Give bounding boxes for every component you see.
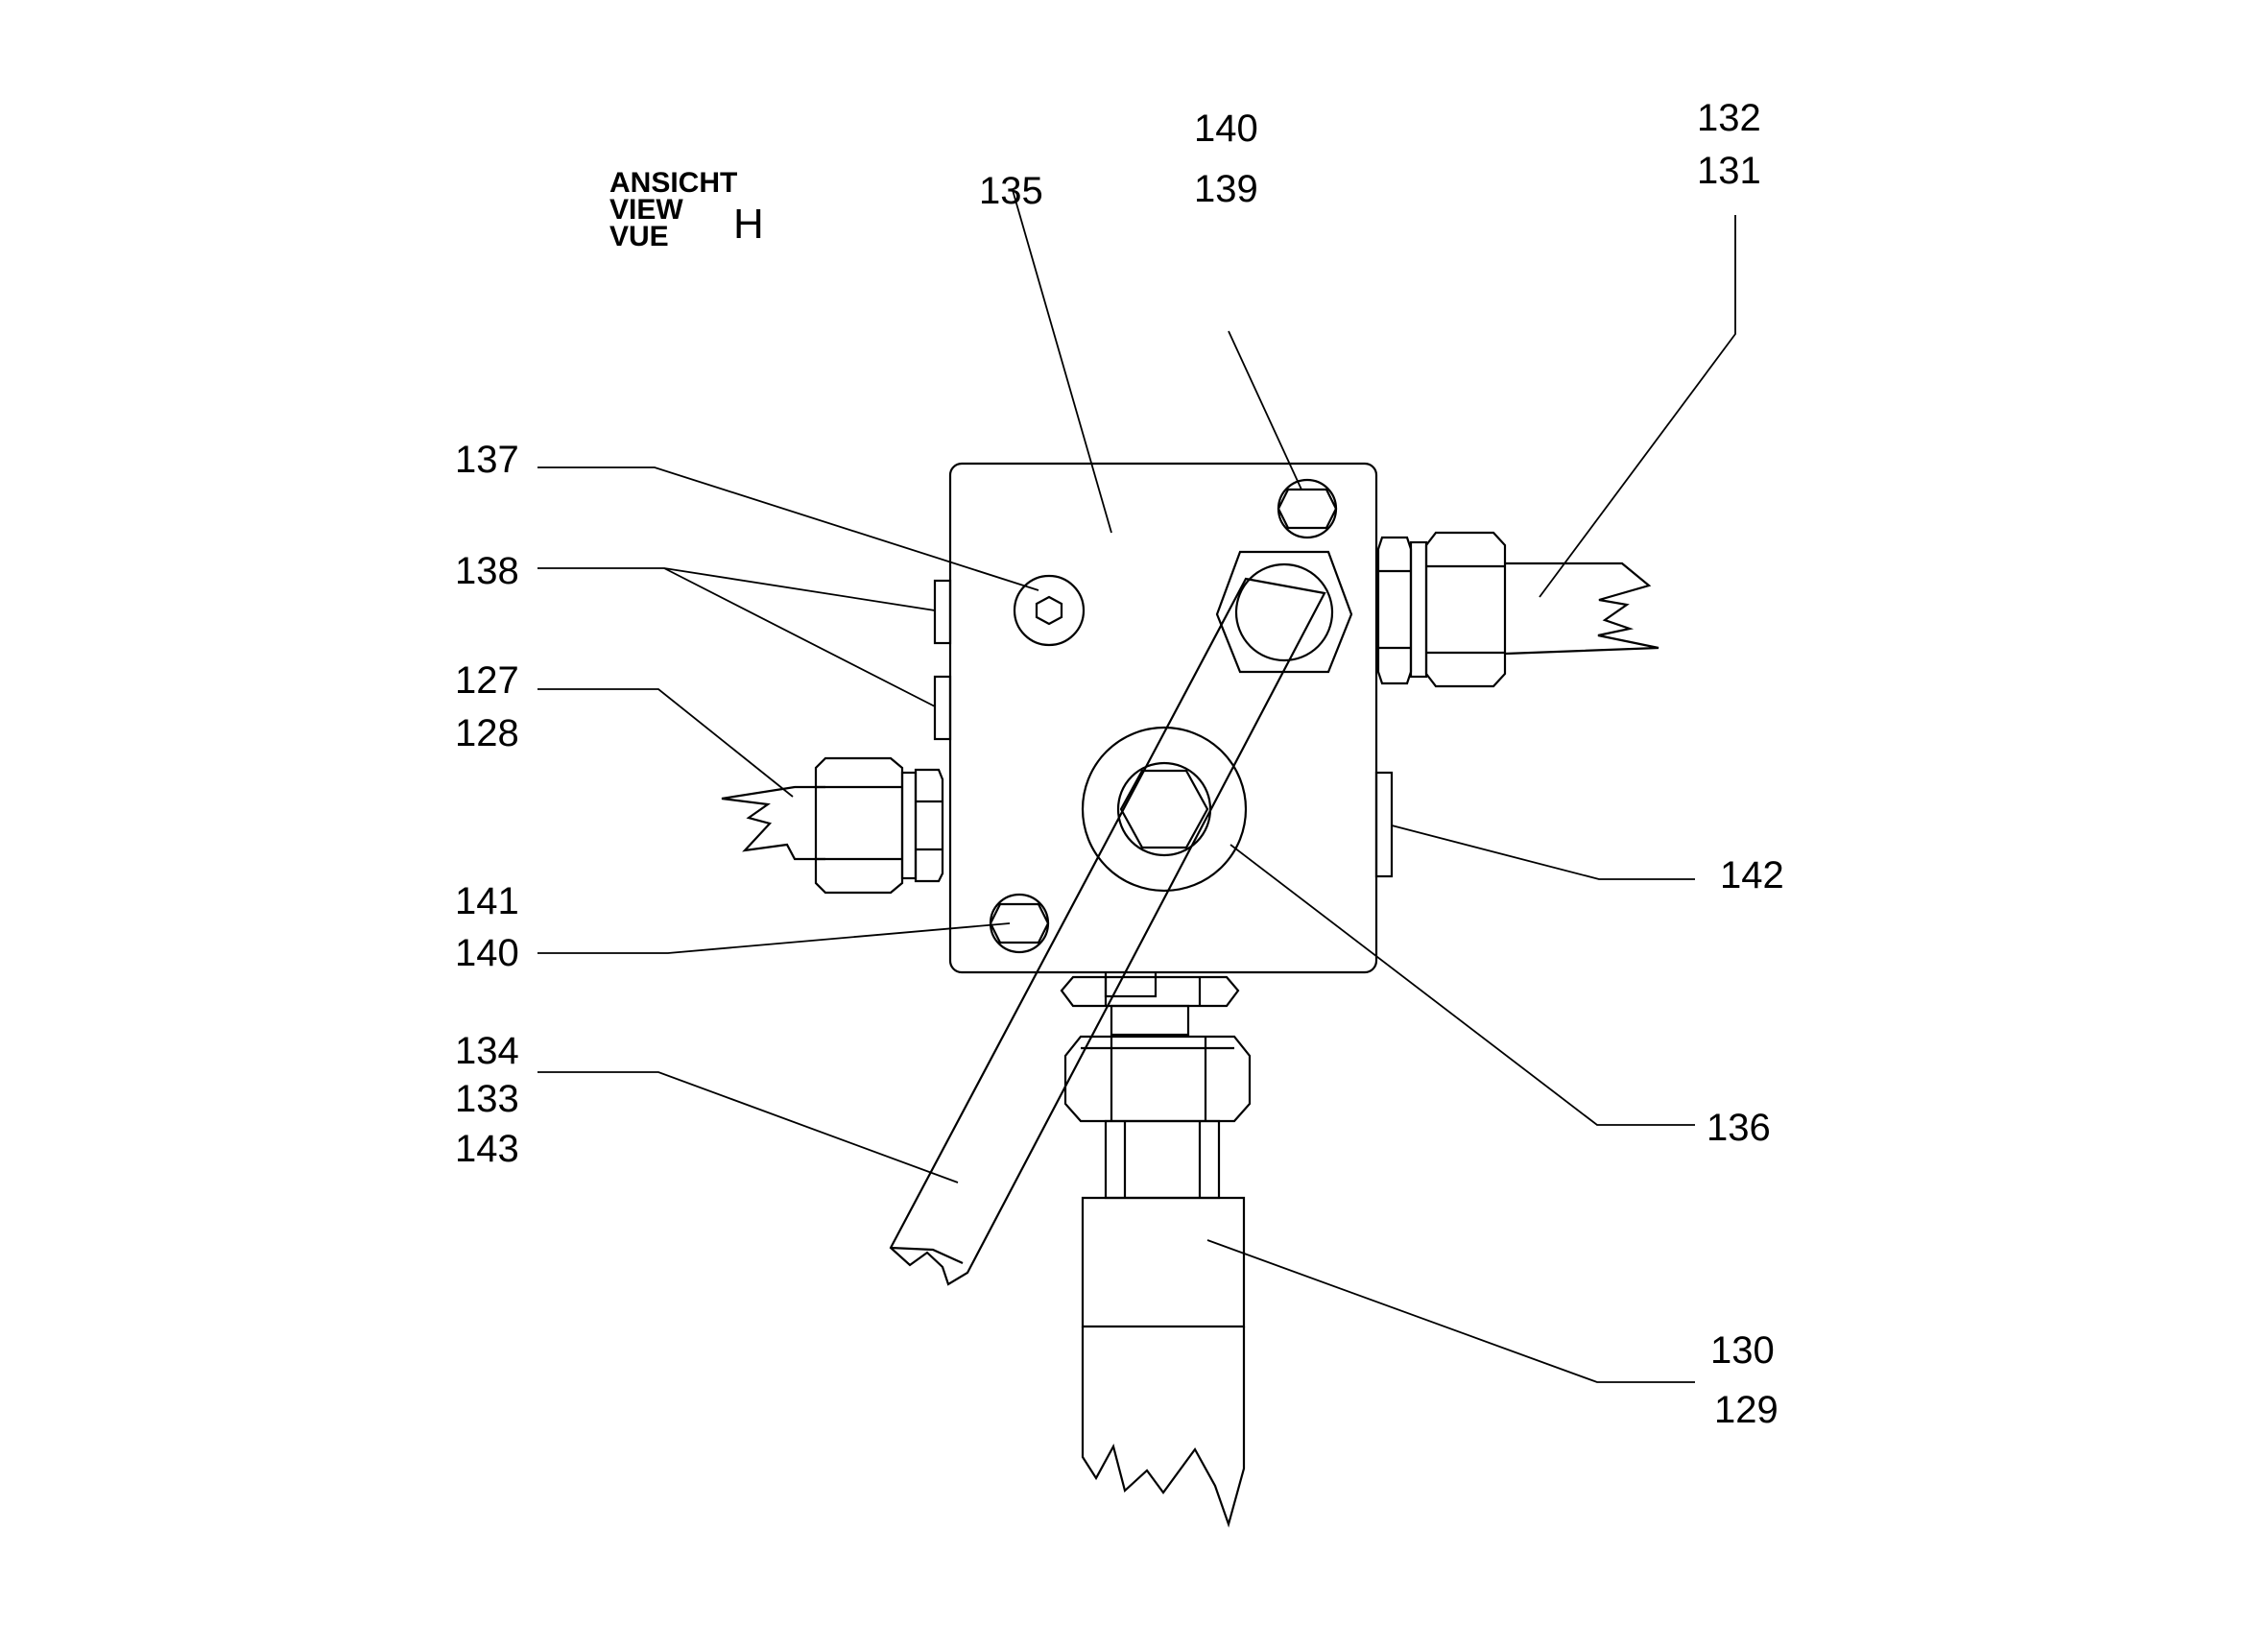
label-143: 143 — [455, 1128, 519, 1170]
diagonal-pipe-body — [889, 577, 1326, 1286]
leader-lines — [537, 189, 1736, 1383]
label-142: 142 — [1720, 854, 1784, 896]
label-132: 132 — [1697, 97, 1761, 139]
diagonal-pipe — [889, 550, 1353, 1286]
valve-block — [933, 462, 1394, 974]
right-hex-nut — [1424, 531, 1507, 688]
pin-lower — [933, 675, 952, 741]
screw-137 — [1013, 574, 1086, 647]
label-131: 131 — [1697, 150, 1761, 192]
view-title-view: VIEW — [609, 194, 683, 226]
pin-upper — [933, 579, 952, 645]
view-title-ansicht: ANSICHT — [609, 167, 737, 199]
leader-139-140 — [1228, 330, 1302, 490]
bottom-pipe-break — [1081, 1326, 1246, 1528]
bottom-hex-nut — [1063, 1035, 1252, 1123]
side-plug — [1374, 771, 1394, 878]
view-title: ANSICHT VIEW VUE H — [609, 167, 764, 252]
left-hex-nut — [814, 756, 904, 895]
leader-140-141 — [537, 922, 1011, 954]
label-136: 136 — [1707, 1107, 1771, 1149]
label-134: 134 — [455, 1030, 519, 1072]
leader-133-134-143 — [537, 1071, 959, 1183]
bottom-lock-nut — [1060, 975, 1240, 1008]
label-137: 137 — [455, 439, 519, 481]
left-pipe-fitting — [721, 756, 944, 895]
label-141: 141 — [455, 880, 519, 922]
leader-138-b — [663, 567, 936, 707]
right-pipe-fitting — [1376, 531, 1659, 688]
leader-142 — [1391, 824, 1695, 880]
bottom-fitting — [1060, 966, 1252, 1528]
center-plug — [1081, 726, 1248, 893]
label-130: 130 — [1710, 1329, 1775, 1372]
label-133: 133 — [455, 1078, 519, 1120]
left-collar-nut — [914, 768, 944, 883]
part-labels: 135 140 139 132 131 137 138 127 128 142 … — [455, 97, 1784, 1431]
leader-129-130 — [1206, 1239, 1695, 1383]
center-plug-hex — [1119, 769, 1209, 849]
right-pipe-break — [1504, 562, 1659, 656]
view-title-vue: VUE — [609, 221, 669, 252]
left-pipe-break — [721, 785, 825, 861]
right-collar-nut — [1376, 536, 1413, 685]
leader-135 — [1012, 189, 1112, 534]
label-139: 139 — [1194, 168, 1258, 210]
label-138: 138 — [455, 550, 519, 592]
label-135: 135 — [979, 170, 1043, 212]
view-letter: H — [733, 201, 764, 248]
label-129: 129 — [1714, 1389, 1779, 1431]
leader-127-128 — [537, 688, 794, 798]
label-127: 127 — [455, 659, 519, 702]
label-140-bottom: 140 — [455, 932, 519, 974]
bottom-pipe-top — [1081, 1196, 1246, 1328]
leader-136 — [1229, 844, 1695, 1126]
leader-137 — [537, 466, 1039, 591]
label-140-top: 140 — [1194, 108, 1258, 150]
screw-137-hex — [1035, 595, 1063, 626]
leader-131-132 — [1539, 215, 1736, 598]
label-128: 128 — [455, 712, 519, 754]
